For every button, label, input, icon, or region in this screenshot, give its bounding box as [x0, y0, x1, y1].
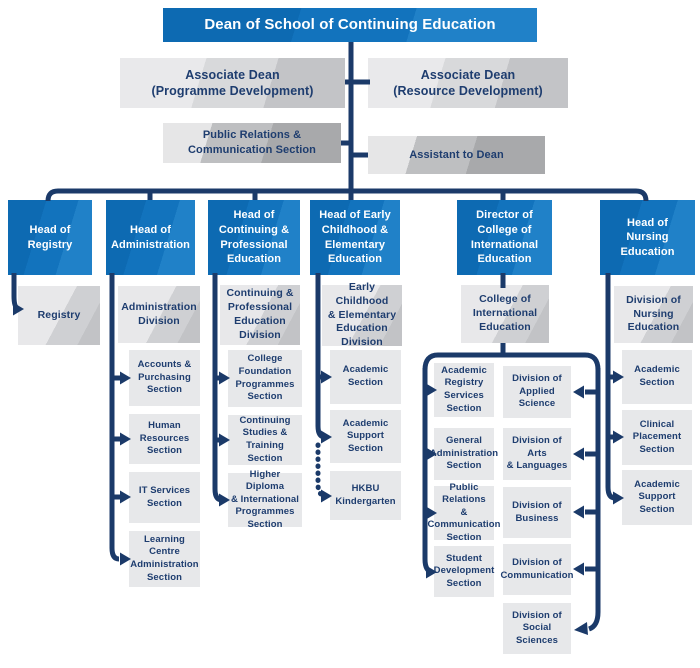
division-of-arts-languages-box: Division of Arts & Languages — [503, 428, 571, 480]
general-administration-section-box: General Administration Section — [430, 428, 498, 480]
learning-centre-administration-section-box: Learning Centre Administration Section — [129, 531, 200, 587]
academic-registry-services-section-box: Academic Registry Services Section — [434, 363, 494, 417]
nursing-academic-section-box: Academic Section — [622, 350, 692, 404]
administration-division-box: Administration Division — [118, 286, 200, 343]
ece-academic-support-section-box: Academic Support Section — [330, 410, 401, 463]
college-foundation-programmes-section-box: College Foundation Programmes Section — [228, 350, 302, 407]
higher-diploma-international-programmes-section-box: Higher Diploma & International Programme… — [228, 469, 302, 530]
division-of-communication-box: Division of Communication — [500, 544, 573, 595]
head-of-ece-box: Head of Early Childhood & Elementary Edu… — [310, 200, 400, 275]
ece-division-box: Early Childhood & Elementary Education D… — [322, 281, 402, 348]
head-of-nursing-box: Head of Nursing Education — [600, 200, 695, 275]
cie-pr-communication-section-box: Public Relations & Communication Section — [427, 481, 501, 543]
human-resources-section-box: Human Resources Section — [129, 414, 200, 464]
accounts-purchasing-section-box: Accounts & Purchasing Section — [129, 350, 200, 406]
nursing-division-box: Division of Nursing Education — [614, 286, 693, 343]
clinical-placement-section-box: Clinical Placement Section — [622, 410, 692, 465]
director-of-cie-box: Director of College of International Edu… — [457, 200, 552, 275]
division-of-social-sciences-box: Division of Social Sciences — [503, 603, 571, 654]
cie-division-box: College of International Education — [461, 285, 549, 343]
student-development-section-box: Student Development Section — [434, 546, 494, 597]
head-of-cpe-box: Head of Continuing & Professional Educat… — [208, 200, 300, 275]
division-of-business-box: Division of Business — [503, 487, 571, 538]
head-of-administration-box: Head of Administration — [106, 200, 195, 275]
dean-box: Dean of School of Continuing Education — [163, 8, 537, 42]
it-services-section-box: IT Services Section — [129, 472, 200, 523]
associate-dean-programme-box: Associate Dean (Programme Development) — [120, 58, 345, 108]
pr-communication-section-box: Public Relations & Communication Section — [163, 123, 341, 163]
cpe-division-box: Continuing & Professional Education Divi… — [220, 285, 300, 345]
head-of-registry-box: Head of Registry — [8, 200, 92, 275]
registry-division-box: Registry — [18, 286, 100, 345]
hkbu-kindergarten-box: HKBU Kindergarten — [330, 471, 401, 520]
associate-dean-resource-box: Associate Dean (Resource Development) — [368, 58, 568, 108]
division-of-applied-science-box: Division of Applied Science — [503, 366, 571, 418]
continuing-studies-training-section-box: Continuing Studies & Training Section — [228, 415, 302, 465]
ece-academic-section-box: Academic Section — [330, 350, 401, 404]
nursing-academic-support-section-box: Academic Support Section — [622, 470, 692, 525]
assistant-to-dean-box: Assistant to Dean — [368, 136, 545, 174]
